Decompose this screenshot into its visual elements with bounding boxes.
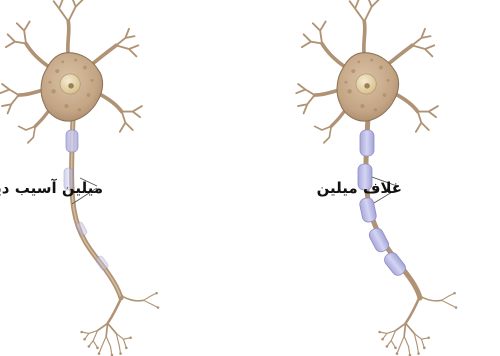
healthy-neuron-soma	[296, 0, 438, 143]
damaged-neuron	[0, 0, 159, 356]
myelin-sheath-label: غلاف میلین	[317, 179, 402, 197]
healthy-neuron	[296, 0, 457, 356]
damaged-neuron-soma	[0, 0, 142, 143]
healthy-neuron-terminals	[378, 292, 457, 356]
damaged-neuron-terminals	[80, 292, 159, 356]
damaged-myelin-label: میلین آسیب دیده	[0, 179, 103, 197]
myelin-segments	[358, 130, 408, 278]
damaged-axon	[72, 118, 121, 298]
